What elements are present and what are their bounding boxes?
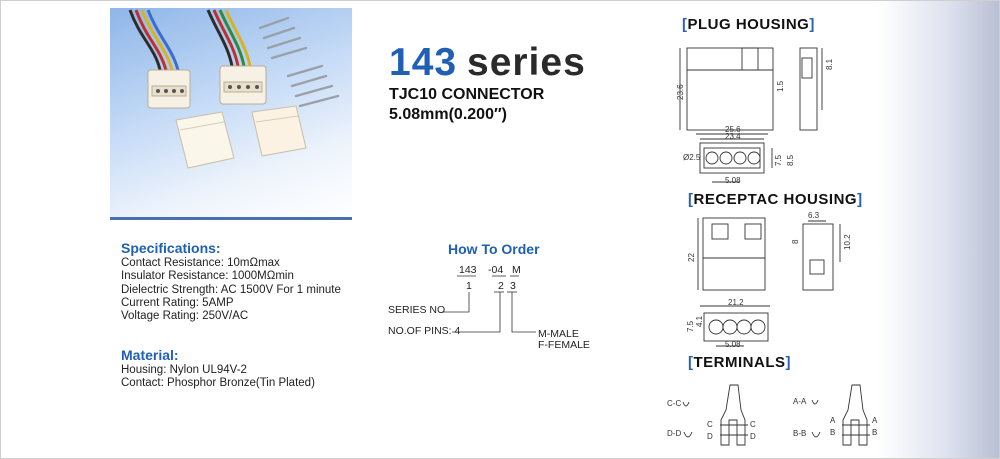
receptac-dim-height: 22 (687, 253, 696, 262)
terminal-label-cc: C-C (667, 399, 682, 408)
receptac-housing-side-view (802, 220, 841, 291)
plug-dim-depth-outer: 8.5 (786, 154, 795, 166)
order-index-2: 2 (498, 280, 504, 292)
spec-insulator-resistance: Insulator Resistance: 1000MΩmin (121, 270, 294, 283)
plug-housing-title: PLUG HOUSING (687, 16, 810, 33)
wire-bundle (128, 9, 252, 71)
bracket-left: [ (688, 354, 694, 371)
connector-with-wires-1 (147, 69, 191, 109)
receptac-housing-bottom-view (700, 305, 770, 347)
terminal-label-a-left: A (830, 416, 836, 425)
terminal-label-aa: A-A (793, 397, 807, 406)
receptac-housing-front-view (697, 217, 766, 291)
terminal-label-a-right: A (872, 416, 878, 425)
how-to-order-heading: How To Order (448, 241, 540, 257)
order-label-series: SERIES NO (388, 304, 446, 316)
bracket-right: ] (785, 354, 791, 371)
material-list: Housing: Nylon UL94V-2 Contact: Phosphor… (121, 364, 315, 391)
bracket-right: ] (857, 191, 863, 208)
receptac-dim-depth: 7.5 (686, 320, 695, 332)
connector-name: TJC10 CONNECTOR (389, 86, 545, 103)
terminals-heading: [TERMINALS] (688, 354, 791, 371)
plug-dim-side-small: 1.5 (776, 80, 785, 92)
order-label-pins: NO.OF PINS: 4 (388, 325, 461, 337)
spec-voltage-rating: Voltage Rating: 250V/AC (121, 310, 249, 323)
plug-dim-depth-inner: 7.5 (774, 154, 783, 166)
bracket-left: [ (682, 16, 688, 33)
terminal-label-c-left: C (707, 420, 713, 429)
plug-dim-width-outer: 25.6 (725, 125, 741, 134)
specifications-list: Contact Resistance: 10mΩmax Insulator Re… (121, 257, 341, 323)
order-code-pins: -04 (488, 264, 504, 276)
terminal-drawing-right (811, 384, 870, 446)
plug-housing-side-view (799, 47, 823, 131)
receptac-dim-width: 21.2 (728, 298, 744, 307)
terminal-pins (258, 16, 340, 108)
empty-housing-1 (175, 111, 235, 169)
terminal-label-d-left: D (707, 432, 713, 441)
series-word: series (467, 41, 586, 84)
specifications-heading: Specifications: (121, 240, 221, 256)
terminal-label-bb: B-B (793, 429, 807, 438)
order-index-3: 3 (510, 280, 516, 292)
terminal-label-d-right: D (750, 432, 756, 441)
plug-dim-pitch: 5.08 (725, 176, 741, 185)
receptac-dim-side-small: 8 (791, 239, 800, 244)
terminal-label-b-left: B (830, 428, 836, 437)
bracket-right: ] (809, 16, 815, 33)
series-number: 143 (389, 41, 458, 84)
background-stripe (878, 0, 1000, 459)
material-contact: Contact: Phosphor Bronze(Tin Plated) (121, 377, 315, 390)
spec-current-rating: Current Rating: 5AMP (121, 296, 234, 309)
plug-dim-hole-diameter: Ø2.5 (683, 153, 701, 162)
material-heading: Material: (121, 347, 179, 363)
spec-contact-resistance: Contact Resistance: 10mΩmax (121, 257, 280, 269)
terminal-label-dd: D-D (667, 429, 682, 438)
order-label-female: F-FEMALE (538, 339, 590, 351)
receptac-dim-top: 6.3 (808, 211, 820, 220)
order-label-male: M-MALE (538, 328, 579, 340)
connector-with-wires-2 (219, 65, 267, 105)
order-code-base: 143 (459, 264, 477, 276)
terminal-drawing-left (682, 384, 748, 446)
plug-housing-heading: [PLUG HOUSING] (682, 16, 815, 33)
plug-dim-height: 23.6 (676, 84, 685, 100)
empty-housing-2 (251, 105, 307, 157)
terminal-label-c-right: C (750, 420, 756, 429)
receptac-housing-title: RECEPTAC HOUSING (693, 191, 858, 208)
plug-dim-width-inner: 23.4 (725, 132, 741, 141)
plug-housing-bottom-view (696, 133, 773, 183)
terminal-label-b-right: B (872, 428, 878, 437)
order-code-gender: M (512, 264, 521, 276)
order-index-1: 1 (466, 280, 472, 292)
bracket-left: [ (688, 191, 694, 208)
material-housing: Housing: Nylon UL94V-2 (121, 364, 247, 376)
terminals-title: TERMINALS (693, 354, 786, 371)
spec-dielectric-strength: Dielectric Strength: AC 1500V For 1 minu… (121, 283, 341, 296)
receptac-dim-pitch: 5.08 (725, 340, 741, 349)
product-photo-illustration (128, 9, 340, 169)
receptac-housing-heading: [RECEPTAC HOUSING] (688, 191, 863, 208)
receptac-dim-small: 4.1 (695, 315, 704, 327)
plug-housing-front-view (679, 47, 774, 131)
receptac-dim-side: 10.2 (843, 234, 852, 250)
product-photo (110, 8, 352, 220)
plug-dim-side-top: 8.1 (825, 58, 834, 70)
pitch-spec: 5.08mm(0.200″) (389, 106, 507, 123)
